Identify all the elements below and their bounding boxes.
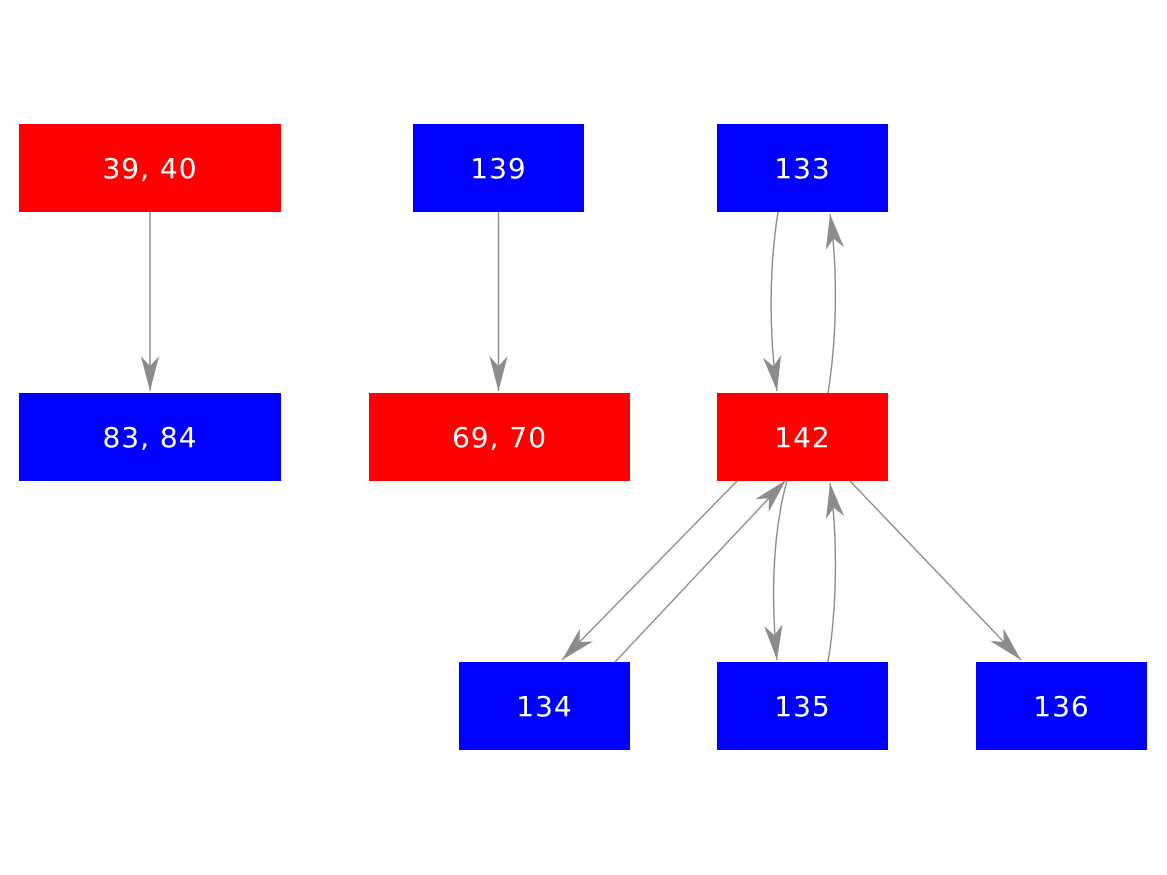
node-83-84: 83, 84 xyxy=(19,393,281,481)
node-label: 83, 84 xyxy=(102,420,198,454)
edge-134-to-142 xyxy=(614,479,787,663)
node-label: 139 xyxy=(470,151,527,185)
node-label: 142 xyxy=(774,420,831,454)
node-label: 133 xyxy=(774,151,831,185)
node-134: 134 xyxy=(459,662,630,750)
node-39-40: 39, 40 xyxy=(19,124,281,212)
edge-142-to-135 xyxy=(764,480,788,661)
node-133: 133 xyxy=(717,124,888,212)
edge-142-to-136 xyxy=(849,480,1022,661)
edge-142-to-133 xyxy=(825,213,845,394)
edge-133-to-142 xyxy=(762,211,782,392)
node-69-70: 69, 70 xyxy=(369,393,630,481)
node-135: 135 xyxy=(717,662,888,750)
node-label: 69, 70 xyxy=(451,420,548,454)
node-142: 142 xyxy=(717,393,888,481)
node-label: 134 xyxy=(516,689,573,723)
node-label: 135 xyxy=(774,689,831,723)
edge-135-to-142 xyxy=(826,482,845,663)
edge-142-to-134 xyxy=(561,480,738,661)
node-label: 39, 40 xyxy=(102,151,198,185)
node-139: 139 xyxy=(413,124,584,212)
node-136: 136 xyxy=(976,662,1147,750)
node-label: 136 xyxy=(1033,689,1090,723)
